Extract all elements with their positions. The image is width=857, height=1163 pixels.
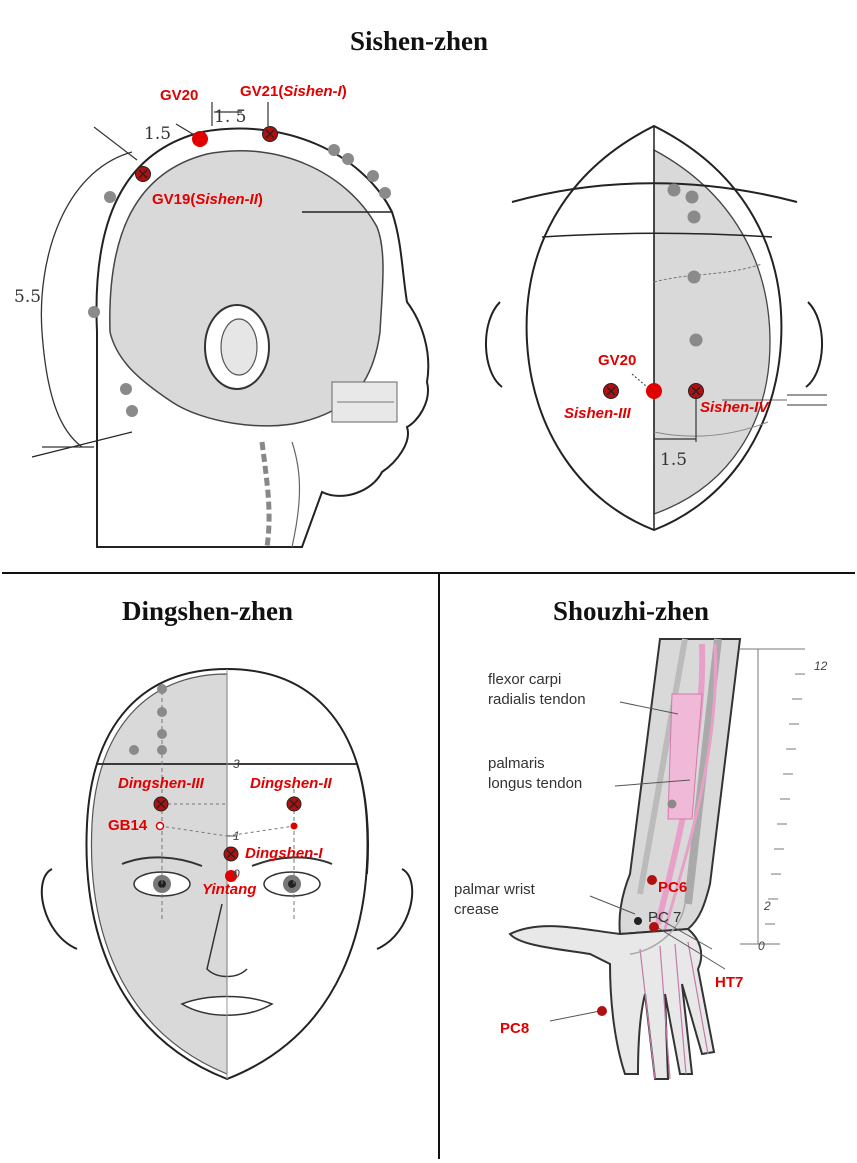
vertex-gray-point: [687, 210, 701, 224]
pc6-point: [647, 875, 657, 885]
lateral-gray-point: [328, 144, 340, 156]
ht7-label: HT7: [715, 974, 743, 991]
dingshen-title: Dingshen-zhen: [122, 596, 294, 626]
dingshen-scale-3: 3: [233, 757, 240, 771]
dim-1-5-right: 1.5: [660, 450, 687, 470]
forehead-gray-point: [157, 684, 167, 694]
dingshen-ii-point: [286, 796, 302, 812]
yintang-label: Yintang: [202, 881, 256, 898]
gv19-point: [135, 166, 151, 182]
sishen-iv-label: Sishen-IV: [700, 399, 770, 416]
sishen-iv-point: [688, 383, 704, 399]
callout-palmaris-line2: longus tendon: [488, 775, 582, 792]
sishen-iii-point: [603, 383, 619, 399]
gv19-label: GV19(Sishen-II): [152, 191, 263, 208]
gb14-label: GB14: [108, 817, 148, 834]
lateral-gray-point: [367, 170, 379, 182]
dingshen-illustration: Dingshen-III Dingshen-II GB14 Dingshen-I…: [40, 667, 414, 1081]
lateral-points: [88, 126, 391, 417]
lateral-gray-point: [379, 187, 391, 199]
dingshen-points: [129, 684, 302, 882]
forehead-gray-point: [129, 745, 139, 755]
yintang-point: [225, 870, 237, 882]
forehead-gray-point: [157, 707, 167, 717]
dingshen-i-point: [223, 846, 239, 862]
lateral-gray-point: [104, 191, 116, 203]
shouzhi-points: [597, 799, 677, 1016]
callout-wrist-crease-line2: crease: [454, 901, 499, 918]
sishen-panel: Sishen-zhen: [2, 2, 855, 574]
dim-5-5: 5.5: [14, 287, 41, 307]
shouzhi-panel: Shouzhi-zhen: [440, 574, 855, 1159]
gv21-label-suffix: ): [342, 83, 347, 100]
gv19-label-suffix: ): [258, 191, 263, 208]
lateral-head-drawing: [31, 102, 430, 548]
shouzhi-title: Shouzhi-zhen: [553, 596, 710, 626]
gb14-right-point: [290, 822, 298, 830]
ruler-label-2: 2: [763, 899, 771, 913]
vertex-gray-point: [667, 183, 681, 197]
pc8-point: [597, 1006, 607, 1016]
callout-wrist-crease-line1: palmar wrist: [454, 881, 536, 898]
lateral-gray-point: [126, 405, 138, 417]
sishen-iii-label: Sishen-III: [564, 405, 632, 422]
shouzhi-illustration: flexor carpi radialis tendon palmaris lo…: [454, 638, 828, 1080]
gv20-label: GV20: [160, 87, 198, 104]
gv19-label-prefix: GV19(: [152, 191, 195, 208]
ruler-label-12: 12: [814, 659, 828, 673]
dingshen-scale-1: 1: [233, 829, 240, 843]
gv21-label-prefix: GV21(: [240, 83, 283, 100]
vertex-points: [603, 183, 704, 399]
dingshen-i-label: Dingshen-I: [245, 845, 323, 862]
gv21-point: [262, 126, 278, 142]
ruler-label-0: 0: [758, 939, 765, 953]
lateral-gray-point: [342, 153, 354, 165]
lateral-gray-point: [88, 306, 100, 318]
lateral-gray-point: [120, 383, 132, 395]
dingshen-ii-label: Dingshen-II: [250, 775, 332, 792]
ruler-ticks: [765, 673, 805, 925]
gv19-label-italic: Sishen-II: [195, 191, 258, 208]
dingshen-iii-label: Dingshen-III: [118, 775, 205, 792]
callout-flexor-carpi-line1: flexor carpi: [488, 671, 561, 688]
gv20-point: [192, 131, 208, 147]
pc7-point: [634, 917, 642, 925]
forearm-hand-drawing: [508, 638, 805, 1080]
vertex-head-drawing: [484, 124, 827, 532]
dingshen-scale-0: 0: [233, 867, 240, 881]
dingshen-panel: Dingshen-zhen: [2, 574, 440, 1159]
vertex-gv20-point: [646, 383, 662, 399]
vertex-gv20-label: GV20: [598, 352, 636, 369]
forehead-gray-point: [157, 745, 167, 755]
ht7-point: [649, 922, 659, 932]
sishen-title: Sishen-zhen: [350, 26, 489, 56]
sishen-illustration: GV20 GV21(Sishen-I) GV19(Sishen-II) 1.5 …: [14, 83, 827, 548]
gv21-label-italic: Sishen-I: [283, 83, 342, 100]
pc7-label: PC 7: [648, 909, 681, 926]
dim-1-5-top: 1. 5: [214, 107, 246, 127]
vertex-gray-point: [685, 190, 699, 204]
pc6-label: PC6: [658, 879, 687, 896]
dingshen-iii-point: [153, 796, 169, 812]
callout-palmaris-line1: palmaris: [488, 755, 545, 772]
vertex-gray-point: [689, 333, 703, 347]
forearm-gray-point: [667, 799, 677, 809]
forehead-gray-point: [157, 729, 167, 739]
gb14-point: [155, 821, 165, 831]
callout-flexor-carpi-line2: radialis tendon: [488, 691, 586, 708]
dim-1-5-left: 1.5: [144, 124, 171, 144]
vertex-gray-point: [687, 270, 701, 284]
pc8-label: PC8: [500, 1020, 529, 1037]
gv21-label: GV21(Sishen-I): [240, 83, 347, 100]
